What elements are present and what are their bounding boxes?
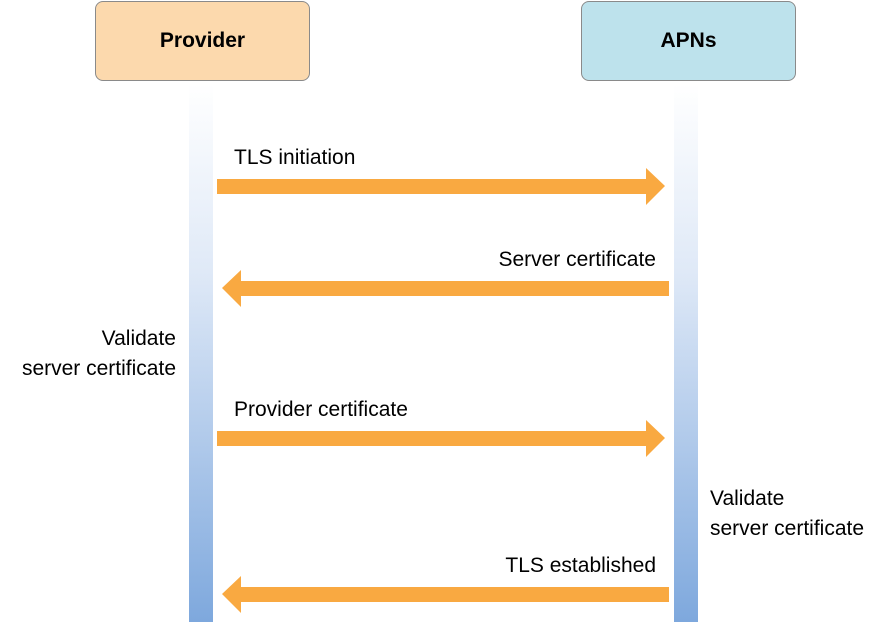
message-label-tls-initiation: TLS initiation [234, 146, 356, 169]
provider-validate-note: Validate server certificate [22, 324, 176, 384]
apns-note-line-2: server certificate [710, 517, 865, 540]
apns-note-line-1: Validate [710, 487, 785, 510]
provider-actor-box: Provider [95, 1, 310, 81]
apns-validate-note: Validate server certificate [710, 484, 864, 544]
message-label-server-certificate: Server certificate [498, 248, 656, 271]
arrow-server-certificate [222, 270, 669, 307]
message-label-tls-established: TLS established [505, 554, 656, 577]
provider-actor-label: Provider [159, 29, 246, 52]
provider-note-line-2: server certificate [21, 357, 176, 380]
apns-lifeline [674, 84, 698, 622]
provider-lifeline [189, 84, 213, 622]
message-label-provider-certificate: Provider certificate [234, 398, 408, 421]
arrow-tls-initiation [217, 168, 665, 205]
provider-note-line-1: Validate [101, 327, 176, 350]
arrow-provider-certificate [217, 420, 665, 457]
apns-actor-box: APNs [581, 1, 796, 81]
arrow-tls-established [222, 576, 669, 613]
apns-actor-label: APNs [660, 29, 717, 52]
